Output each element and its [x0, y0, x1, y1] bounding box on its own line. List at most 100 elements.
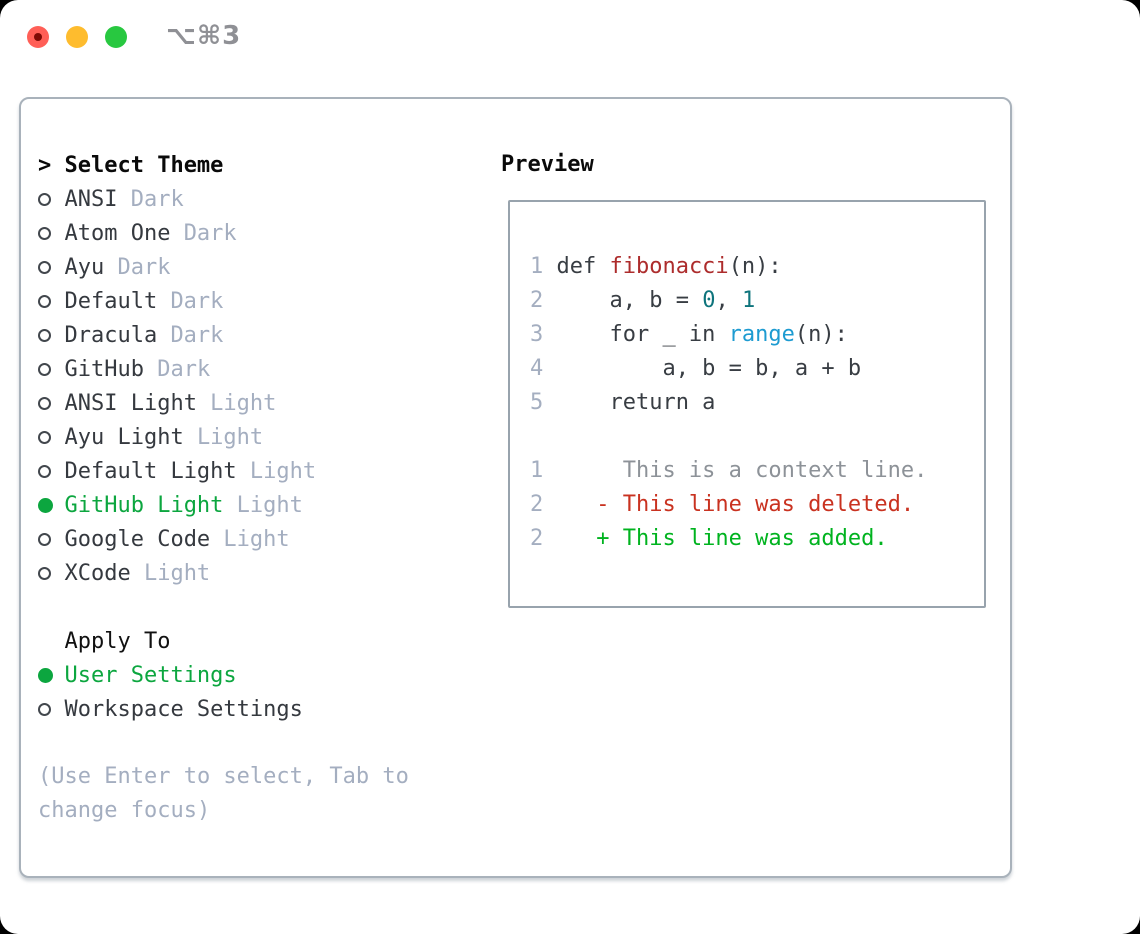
radio-icon	[38, 396, 64, 410]
theme-variant: Light	[143, 560, 211, 586]
window-titlebar[interactable]: ⌥⌘3	[0, 0, 1140, 74]
line-number: 1	[530, 254, 544, 279]
code-line-1: 1 def fibonacci(n):	[530, 250, 927, 284]
theme-option-ansi-light[interactable]: ANSI Light Light	[38, 386, 409, 420]
code-token: (n):	[728, 254, 782, 279]
diff-line-added: 2 + This line was added.	[530, 522, 927, 556]
diff-line-deleted: 2 - This line was deleted.	[530, 488, 927, 522]
apply-option-workspace-settings[interactable]: Workspace Settings	[38, 692, 409, 726]
theme-variant: Light	[210, 390, 277, 416]
apply-option-label: Workspace Settings	[64, 696, 303, 722]
radio-icon	[38, 260, 64, 274]
theme-variant: Light	[223, 526, 290, 552]
code-token: (n):	[794, 322, 848, 347]
pointer-icon: >	[38, 152, 52, 178]
theme-variant: Dark	[117, 254, 171, 280]
theme-name: Default	[64, 288, 158, 314]
theme-option-ayu-light[interactable]: Ayu Light Light	[38, 420, 409, 454]
theme-name: Ayu	[64, 254, 105, 280]
code-token: for _ in	[556, 322, 729, 347]
code-line-5: 5 return a	[530, 386, 927, 420]
theme-variant: Light	[196, 424, 264, 450]
spacer	[38, 726, 409, 760]
radio-selected-icon	[38, 497, 64, 513]
code-token-function: fibonacci	[609, 254, 729, 279]
code-token: a, b = b, a + b	[556, 356, 862, 381]
code-token: return a	[556, 390, 716, 415]
theme-variant: Dark	[170, 322, 224, 348]
code-token: def	[556, 254, 610, 279]
line-number: 2	[530, 288, 544, 313]
radio-selected-icon	[38, 667, 64, 683]
zoom-button[interactable]	[105, 26, 127, 48]
apply-option-user-settings[interactable]: User Settings	[38, 658, 409, 692]
preview-title: Preview	[501, 152, 594, 177]
line-number: 2	[530, 526, 544, 551]
theme-option-github-light[interactable]: GitHub Light Light	[38, 488, 409, 522]
code-token: ,	[715, 288, 742, 313]
diff-context-text: This is a context line.	[556, 458, 928, 483]
spacer	[38, 590, 409, 624]
theme-selector: > Select Theme ANSI Dark Atom One Dark A…	[38, 148, 409, 828]
radio-icon	[38, 430, 64, 444]
radio-icon	[38, 362, 64, 376]
radio-icon	[38, 192, 64, 206]
radio-icon	[38, 464, 64, 478]
code-line-3: 3 for _ in range(n):	[530, 318, 927, 352]
theme-name: ANSI	[64, 186, 118, 212]
theme-name: Atom One	[64, 220, 171, 246]
close-button[interactable]	[27, 26, 49, 48]
theme-option-google-code[interactable]: Google Code Light	[38, 522, 409, 556]
code-token-number: 1	[741, 288, 756, 313]
code-line-4: 4 a, b = b, a + b	[530, 352, 927, 386]
line-number: 4	[530, 356, 544, 381]
theme-option-ansi-dark[interactable]: ANSI Dark	[38, 182, 409, 216]
theme-name: Default Light	[64, 458, 237, 484]
traffic-lights	[27, 26, 127, 48]
theme-option-ayu-dark[interactable]: Ayu Dark	[38, 250, 409, 284]
line-number: 2	[530, 492, 544, 517]
theme-name: GitHub Light	[64, 492, 224, 518]
window-title: ⌥⌘3	[166, 21, 242, 51]
theme-name: GitHub	[64, 356, 144, 382]
apply-option-label: User Settings	[64, 662, 237, 688]
code-line-2: 2 a, b = 0, 1	[530, 284, 927, 318]
theme-option-atom-one-dark[interactable]: Atom One Dark	[38, 216, 409, 250]
diff-line-context: 1 This is a context line.	[530, 454, 927, 488]
help-text-line-2: change focus)	[38, 798, 211, 823]
theme-settings-panel: > Select Theme ANSI Dark Atom One Dark A…	[19, 97, 1012, 878]
radio-icon	[38, 566, 64, 580]
code-token-number: 0	[702, 288, 716, 313]
help-text-line-1: (Use Enter to select, Tab to	[38, 764, 409, 789]
apply-to-header: Apply To	[38, 624, 409, 658]
radio-icon	[38, 532, 64, 546]
theme-option-github-dark[interactable]: GitHub Dark	[38, 352, 409, 386]
theme-variant: Dark	[170, 288, 224, 314]
code-token: a, b =	[556, 288, 703, 313]
theme-variant: Dark	[130, 186, 184, 212]
theme-option-default-light[interactable]: Default Light Light	[38, 454, 409, 488]
theme-option-xcode[interactable]: XCode Light	[38, 556, 409, 590]
code-line-blank	[530, 420, 927, 454]
theme-option-dracula-dark[interactable]: Dracula Dark	[38, 318, 409, 352]
theme-variant: Dark	[157, 356, 211, 382]
line-number: 5	[530, 390, 544, 415]
line-number: 3	[530, 322, 544, 347]
theme-name: Google Code	[64, 526, 211, 552]
apply-to-title: Apply To	[64, 628, 171, 654]
select-theme-header: > Select Theme	[38, 148, 409, 182]
radio-icon	[38, 294, 64, 308]
code-token-builtin: range	[728, 322, 795, 347]
theme-name: XCode	[64, 560, 131, 586]
minimize-button[interactable]	[66, 26, 88, 48]
theme-option-default-dark[interactable]: Default Dark	[38, 284, 409, 318]
theme-name: Dracula	[64, 322, 158, 348]
theme-name: Ayu Light	[64, 424, 184, 450]
radio-icon	[38, 328, 64, 342]
diff-added-text: + This line was added.	[556, 526, 888, 551]
theme-name: ANSI Light	[64, 390, 197, 416]
radio-icon	[38, 226, 64, 240]
